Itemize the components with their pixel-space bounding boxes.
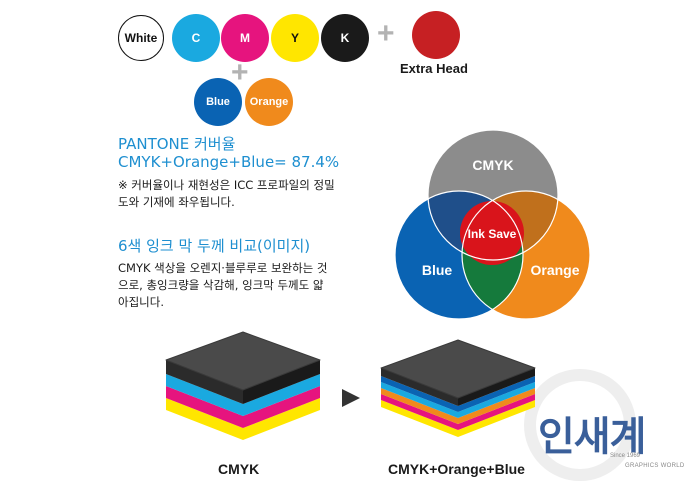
ink-venn-diagram: CMYK Blue Orange Ink Save — [395, 125, 590, 335]
c-ink-circle: C — [172, 14, 220, 62]
ink-film-body-line2: 으로, 총잉크량을 삭감해, 잉크막 두께도 얇 — [118, 277, 323, 294]
ink-film-body-line3: 아집니다. — [118, 294, 164, 311]
ink-film-title: 6색 잉크 막 두께 비교(이미지) — [118, 237, 310, 255]
orange-ink-circle: Orange — [245, 78, 293, 126]
pantone-title: PANTONE 커버율 — [118, 135, 235, 153]
arrow-right-icon — [340, 387, 362, 409]
pantone-note-line1: ※ 커버율이나 재현성은 ICC 프로파일의 정밀 — [118, 177, 335, 194]
venn-orange-label: Orange — [530, 262, 579, 278]
logo-since-text: Since 1969 — [610, 453, 640, 459]
ink-film-body-line1: CMYK 색상을 오렌지·블루루로 보완하는 것 — [118, 260, 328, 277]
y-ink-circle: Y — [271, 14, 319, 62]
white-ink-circle: White — [118, 15, 164, 61]
y-ink-label: Y — [291, 31, 299, 45]
extra-head-label: Extra Head — [400, 61, 468, 76]
extra-head-circle — [412, 11, 460, 59]
orange-ink-label: Orange — [250, 96, 289, 108]
m-ink-label: M — [240, 31, 250, 45]
logo-subtitle-text: GRAPHICS WORLD — [625, 463, 685, 469]
m-ink-circle: M — [221, 14, 269, 62]
white-ink-label: White — [125, 31, 158, 45]
k-ink-circle: K — [321, 14, 369, 62]
pantone-note-line2: 도와 기재에 좌우됩니다. — [118, 194, 235, 211]
blue-ink-circle: Blue — [194, 78, 242, 126]
cmyk-stack-caption: CMYK — [218, 461, 259, 477]
pantone-coverage-value: CMYK+Orange+Blue= 87.4% — [118, 153, 339, 171]
venn-blue-label: Blue — [422, 262, 453, 278]
six-color-stack-caption: CMYK+Orange+Blue — [388, 461, 525, 477]
plus-icon-extra: + — [377, 19, 395, 49]
k-ink-label: K — [341, 31, 350, 45]
six-color-stack-illustration — [373, 338, 543, 448]
venn-center-label: Ink Save — [468, 227, 517, 241]
cmyk-stack-illustration — [158, 330, 328, 450]
blue-ink-label: Blue — [206, 96, 230, 108]
c-ink-label: C — [192, 31, 201, 45]
venn-cmyk-label: CMYK — [472, 157, 513, 173]
